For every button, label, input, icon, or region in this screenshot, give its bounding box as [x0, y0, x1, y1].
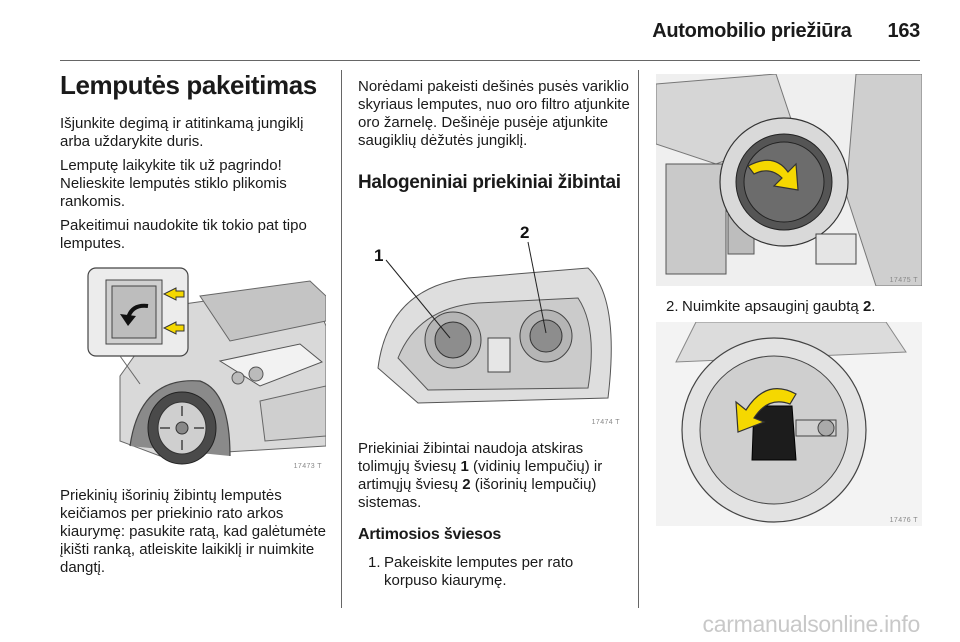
step-2: 2.Nuimkite apsauginį gaubtą 2.: [666, 298, 876, 315]
page-number: 163: [887, 20, 921, 42]
column-divider-2: [638, 70, 639, 608]
ref-2: 2: [462, 476, 471, 493]
headlamp-illustration: 1 2: [374, 223, 612, 404]
paragraph-right-side: Norėdami pakeisti dešinės pusės variklio…: [358, 78, 630, 149]
running-header: Automobilio priežiūra 163: [652, 20, 920, 43]
step-1: 1.Pakeiskite lemputes per rato korpuso k…: [368, 554, 574, 589]
column-1: Lemputės pakeitimas Išjunkite degimą ir …: [60, 70, 330, 253]
bulb-illustration: [656, 322, 922, 526]
figure-bulb-turn: 17476 T: [656, 322, 922, 526]
step-2-block: 2.Nuimkite apsauginį gaubtą 2.: [656, 298, 926, 316]
column-1-lower: Priekinių išorinių žibintų lemputės keič…: [60, 487, 330, 577]
paragraph-ignition: Išjunkite degimą ir atitinkamą jungiklį …: [60, 115, 304, 150]
figure-headlamp-rear: 1 2 17474 T: [358, 218, 624, 428]
paragraph-beam-systems: Priekiniai žibintai naudoja atskiras tol…: [358, 440, 603, 511]
section-heading: Lemputės pakeitimas: [60, 70, 317, 100]
figure-wheel-arch: 17473 T: [60, 266, 326, 472]
figure-cap-removal: 17475 T: [656, 74, 922, 286]
column-2-lower: Priekiniai žibintai naudoja atskiras tol…: [358, 440, 630, 590]
paragraph-hold-bulb: Lemputę laikykite tik už pagrindo! Nelie…: [60, 157, 287, 210]
column-2: Norėdami pakeisti dešinės pusės variklio…: [358, 78, 630, 194]
watermark: carmanualsonline.info: [702, 611, 921, 637]
figure-number: 17476 T: [889, 517, 918, 524]
callout-2: 2: [520, 223, 529, 242]
halogen-heading: Halogeniniai priekiniai žibintai: [358, 172, 621, 193]
figure-number: 17473 T: [293, 463, 322, 470]
header-rule: [60, 60, 920, 61]
figure-number: 17475 T: [889, 277, 918, 284]
figure-number: 17474 T: [591, 419, 620, 426]
section-title: Automobilio priežiūra: [652, 20, 852, 42]
car-front-illustration: [87, 267, 326, 465]
low-beam-heading: Artimosios šviesos: [358, 526, 502, 543]
callout-1: 1: [374, 246, 383, 265]
paragraph-same-type: Pakeitimui naudokite tik tokio pat tipo …: [60, 217, 307, 252]
paragraph-wheel-arch: Priekinių išorinių žibintų lemputės keič…: [60, 487, 326, 576]
ref-1: 1: [460, 458, 469, 475]
column-divider-1: [341, 70, 342, 608]
ref-cap-2: 2: [862, 298, 872, 315]
engine-bay-illustration: [656, 74, 922, 286]
